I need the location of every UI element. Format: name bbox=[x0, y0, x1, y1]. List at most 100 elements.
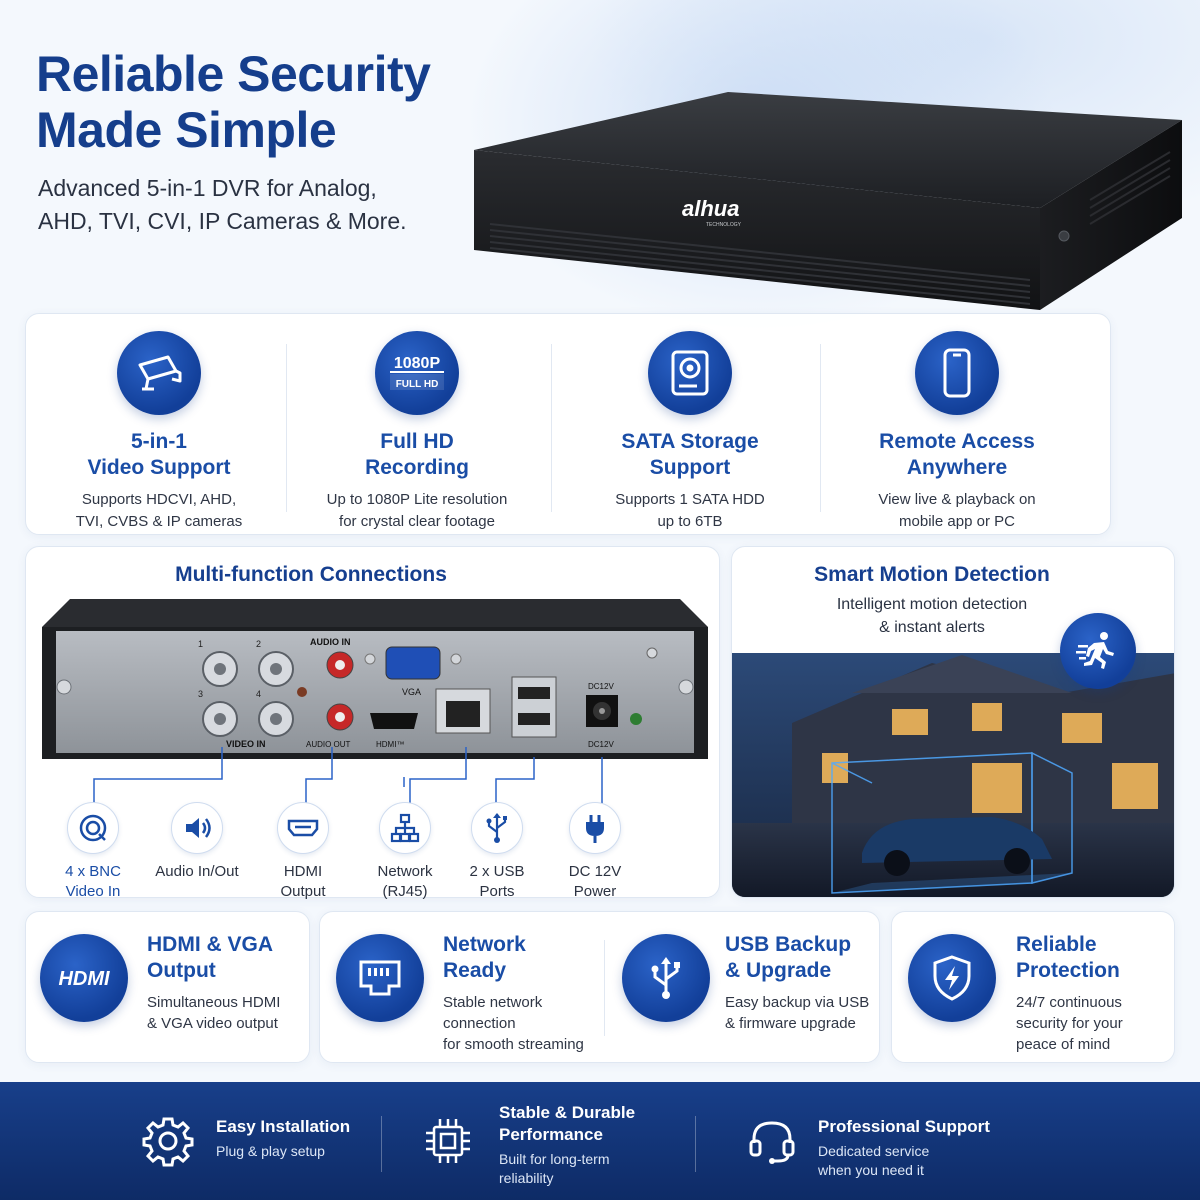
gear-icon bbox=[142, 1117, 194, 1167]
feature-desc-line: TVI, CVBS & IP cameras bbox=[75, 513, 243, 530]
card-desc-line: Stable network connection bbox=[443, 994, 543, 1032]
feature-title-line: SATA Storage bbox=[621, 430, 759, 453]
feature-title: Remote Access Anywhere bbox=[824, 429, 1090, 481]
footer-title-line: Easy Installation bbox=[216, 1117, 351, 1136]
feature-desc: Up to 1080P Lite resolution for crystal … bbox=[284, 489, 550, 533]
brand-logo: alhua bbox=[682, 196, 739, 221]
divider bbox=[286, 344, 287, 512]
hdmi-port-icon bbox=[277, 802, 329, 854]
footer-desc-line: reliability bbox=[499, 1170, 554, 1186]
feature-title-line: Full HD bbox=[380, 430, 454, 453]
speaker-icon bbox=[171, 802, 223, 854]
feature-title-line: Remote Access bbox=[879, 430, 1035, 453]
card-desc-line: & firmware upgrade bbox=[725, 1015, 856, 1032]
card-text: Network Ready Stable network connection … bbox=[443, 932, 613, 1055]
shield-icon bbox=[908, 934, 996, 1022]
port-label-line: DC 12V bbox=[568, 863, 622, 880]
footer-title: Stable & Durable Performance bbox=[499, 1102, 699, 1146]
card-desc-line: security for your bbox=[1016, 1015, 1123, 1032]
footer-title: Professional Support bbox=[818, 1116, 1018, 1138]
port-usb: 2 x USB Ports bbox=[452, 802, 542, 902]
smartphone-icon bbox=[915, 331, 999, 415]
card-desc: Simultaneous HDMI & VGA video output bbox=[147, 992, 307, 1034]
connections-title: Multi-function Connections bbox=[175, 563, 447, 586]
feature-5in1: 5-in-1 Video Support Supports HDCVI, AHD… bbox=[26, 314, 292, 536]
running-person-icon bbox=[1060, 613, 1136, 689]
ethernet-port-icon bbox=[336, 934, 424, 1022]
port-label: DC 12V Power bbox=[550, 862, 640, 902]
port-power: DC 12V Power bbox=[550, 802, 640, 902]
card-title-line: Network bbox=[443, 933, 526, 956]
footer-title-line: Professional Support bbox=[818, 1117, 990, 1136]
panel-label: DC12V bbox=[588, 740, 614, 749]
footer-title: Easy Installation bbox=[216, 1116, 396, 1138]
footer-desc-line: Built for long-term bbox=[499, 1151, 610, 1167]
page-subtitle: Advanced 5-in-1 DVR for Analog, AHD, TVI… bbox=[38, 172, 407, 238]
panel-label: VIDEO IN bbox=[226, 739, 266, 749]
feature-title: SATA Storage Support bbox=[557, 429, 823, 481]
port-audio: Audio In/Out bbox=[152, 802, 242, 882]
brand-logo-sub: TECHNOLOGY bbox=[706, 222, 742, 228]
card-desc-line: Simultaneous HDMI bbox=[147, 994, 281, 1011]
port-label-line: 4 x BNC bbox=[65, 863, 121, 880]
card-desc-line: 24/7 continuous bbox=[1016, 994, 1122, 1011]
port-label-line: Audio In/Out bbox=[155, 863, 239, 880]
feature-title-line: Support bbox=[649, 456, 731, 479]
feature-desc: View live & playback on mobile app or PC bbox=[824, 489, 1090, 533]
panel-label: AUDIO IN bbox=[310, 637, 351, 647]
card-title-line: Output bbox=[147, 959, 216, 982]
divider bbox=[551, 344, 552, 512]
divider bbox=[695, 1116, 696, 1172]
feature-sata: SATA Storage Support Supports 1 SATA HDD… bbox=[557, 314, 823, 536]
panel-label: 2 bbox=[256, 639, 261, 649]
card-text: USB Backup & Upgrade Easy backup via USB… bbox=[725, 932, 875, 1034]
port-label-line: Video In bbox=[65, 883, 121, 900]
port-label-line: Network bbox=[377, 863, 433, 880]
port-label-line: Output bbox=[280, 883, 326, 900]
feature-title-line: 5-in-1 bbox=[130, 430, 187, 453]
footer-desc-line: Plug & play setup bbox=[216, 1143, 325, 1159]
usb-icon bbox=[471, 802, 523, 854]
card-title-line: & Upgrade bbox=[725, 959, 832, 982]
footer-title-line: Stable & Durable bbox=[499, 1103, 636, 1122]
feature-title-line: Anywhere bbox=[906, 456, 1008, 479]
footer-banner: Easy Installation Plug & play setup Stab… bbox=[0, 1082, 1200, 1200]
motion-desc-line: Intelligent motion detection bbox=[836, 596, 1028, 613]
network-icon bbox=[379, 802, 431, 854]
bnc-connector-icon bbox=[67, 802, 119, 854]
port-label: 4 x BNC Video In bbox=[48, 862, 138, 902]
page-title: Reliable Security Made Simple bbox=[36, 46, 431, 158]
full-hd-badge-icon: 1080P FULL HD bbox=[375, 331, 459, 415]
card-title-line: Protection bbox=[1016, 959, 1120, 982]
feature-title: 5-in-1 Video Support bbox=[26, 429, 292, 481]
badge-text: FULL HD bbox=[396, 379, 439, 390]
panel-label: 3 bbox=[198, 689, 203, 699]
hard-drive-icon bbox=[648, 331, 732, 415]
card-title-line: USB Backup bbox=[725, 933, 852, 956]
footer-text: Professional Support Dedicated service w… bbox=[818, 1116, 1018, 1180]
camera-icon bbox=[117, 331, 201, 415]
subtitle-line: AHD, TVI, CVI, IP Cameras & More. bbox=[38, 208, 407, 234]
feature-remote: Remote Access Anywhere View live & playb… bbox=[824, 314, 1090, 536]
motion-desc-line: & instant alerts bbox=[879, 619, 985, 636]
port-label-line: HDMI bbox=[283, 863, 323, 880]
card-desc-line: for smooth streaming bbox=[443, 1036, 584, 1053]
chip-icon bbox=[426, 1119, 470, 1163]
feature-desc-line: View live & playback on bbox=[878, 491, 1036, 508]
title-line: Made Simple bbox=[36, 102, 337, 158]
footer-desc: Plug & play setup bbox=[216, 1142, 396, 1161]
headset-icon bbox=[749, 1121, 795, 1164]
panel-label: 4 bbox=[256, 689, 261, 699]
port-hdmi: HDMI Output bbox=[258, 802, 348, 902]
card-title-line: Reliable bbox=[1016, 933, 1097, 956]
panel-label: 1 bbox=[198, 639, 203, 649]
card-title: HDMI & VGA Output bbox=[147, 932, 307, 984]
feature-desc: Supports 1 SATA HDD up to 6TB bbox=[557, 489, 823, 533]
feature-full-hd: 1080P FULL HD Full HD Recording Up to 10… bbox=[284, 314, 550, 536]
card-title-line: HDMI & VGA bbox=[147, 933, 273, 956]
panel-label: HDMI™ bbox=[376, 740, 404, 749]
card-title: Network Ready bbox=[443, 932, 613, 984]
footer-desc-line: Dedicated service bbox=[818, 1143, 930, 1159]
protection-card: Reliable Protection 24/7 continuous secu… bbox=[891, 911, 1175, 1063]
feature-desc-line: Supports HDCVI, AHD, bbox=[81, 491, 237, 508]
